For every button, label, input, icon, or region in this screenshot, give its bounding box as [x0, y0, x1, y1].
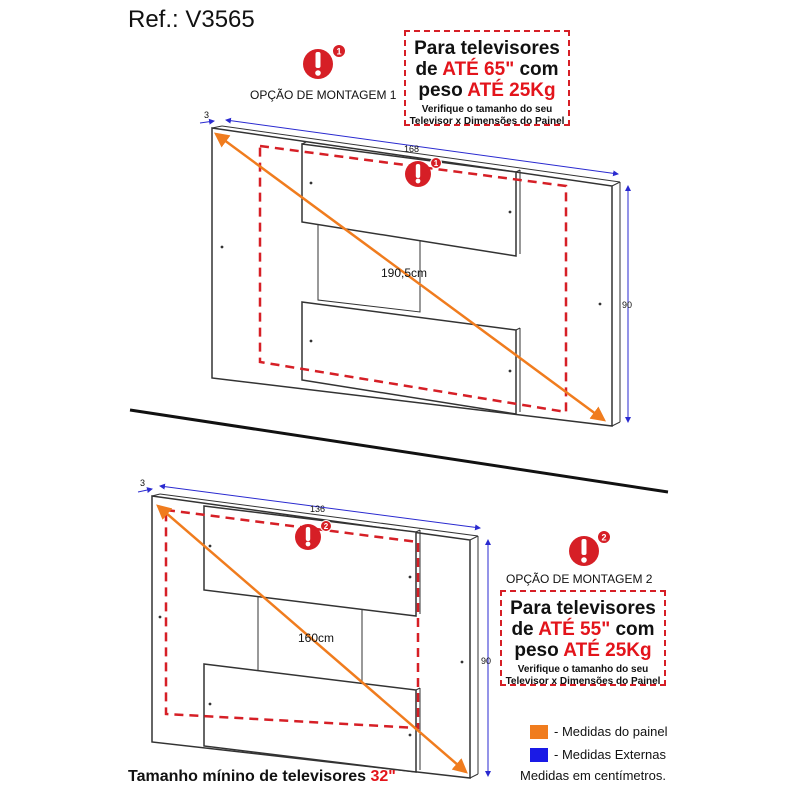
option1-width-label: 168 [404, 144, 419, 154]
option1-height-label: 90 [622, 300, 632, 310]
option2-height-label: 90 [481, 656, 491, 666]
option1-box-line1: Para televisores [414, 38, 560, 59]
option2-diagonal-label: 160cm [298, 631, 334, 645]
svg-text:1: 1 [434, 159, 439, 168]
option2-box-line1: Para televisores [510, 598, 656, 619]
option1-diagonal-label: 190,5cm [381, 266, 427, 280]
option1-depth-label: 3 [204, 110, 209, 120]
option1-diagonal-arrow [213, 132, 607, 422]
svg-text:1: 1 [337, 47, 342, 57]
option2-width-arrow [159, 483, 481, 531]
section-divider [129, 408, 669, 494]
svg-text:2: 2 [324, 522, 329, 531]
legend-orange-swatch [530, 724, 548, 739]
option2-label: OPÇÃO DE MONTAGEM 2 [506, 572, 653, 586]
option1-max-weight: ATÉ 25Kg [467, 80, 556, 101]
option1-info-box: Para televisores de ATÉ 65" com peso ATÉ… [404, 30, 570, 127]
option2-max-weight: ATÉ 25Kg [563, 640, 652, 661]
legend-panel-measures: - Medidas do painel [530, 724, 667, 739]
option2-depth-arrow [137, 487, 153, 493]
option1-note1: Verifique o tamanho do seu [421, 104, 553, 115]
option1-note2: Televisor x Dimensões do Painel [409, 116, 565, 127]
option2-depth-label: 3 [140, 478, 145, 488]
warning-icon: 1 [405, 157, 442, 187]
option1-max-size: ATÉ 65" [442, 59, 515, 80]
legend-blue-swatch [530, 747, 548, 762]
legend-external-measures: - Medidas Externas [530, 747, 666, 762]
option2-info-box: Para televisores de ATÉ 55" com peso ATÉ… [500, 590, 666, 687]
warning-icon: 1 [303, 44, 346, 79]
option2-width-label: 136 [310, 504, 325, 514]
min-tv-size-value: 32" [370, 768, 396, 785]
option2-diagram: 160cm 136 3 90 2 2 [137, 478, 611, 779]
option2-max-size: ATÉ 55" [538, 619, 611, 640]
option1-width-arrow [225, 117, 619, 177]
option2-diagonal-arrow [156, 504, 468, 774]
option1-depth-arrow [199, 118, 215, 125]
option2-note2: Televisor x Dimensões do Painel [505, 676, 661, 687]
warning-icon: 2 [569, 530, 611, 566]
reference-title: Ref.: V3565 [128, 6, 255, 33]
min-tv-size-note: Tamanho mínino de televisores 32" [128, 768, 396, 785]
option1-diagram: 190,5cm 168 3 90 1 1 [199, 44, 632, 427]
option1-label: OPÇÃO DE MONTAGEM 1 [250, 88, 397, 102]
units-note: Medidas em centímetros. [520, 768, 666, 783]
warning-icon: 2 [295, 520, 332, 550]
svg-text:2: 2 [602, 533, 607, 543]
option2-note1: Verifique o tamanho do seu [517, 664, 649, 675]
